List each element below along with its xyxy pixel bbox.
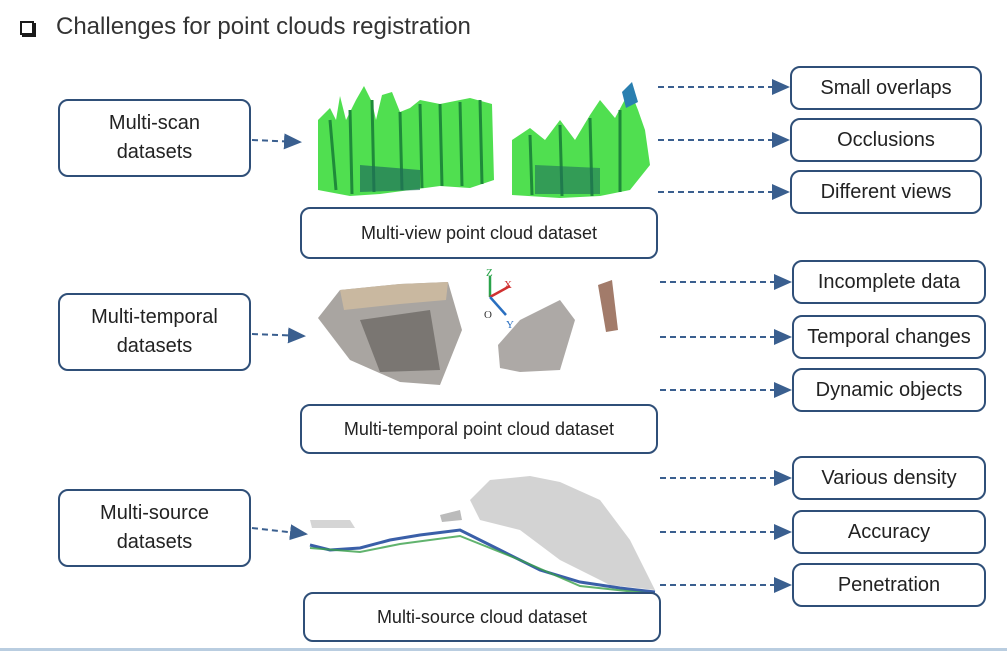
multi-temporal-pointcloud-image: Z X Y O — [318, 267, 618, 385]
checkbox-bullet-icon — [20, 21, 34, 35]
caption-multi-source: Multi-source cloud dataset — [303, 592, 661, 642]
axis-label-z: Z — [486, 267, 493, 279]
challenge-various-density: Various density — [792, 456, 986, 500]
challenge-dynamic-objects: Dynamic objects — [792, 368, 986, 412]
bottom-divider — [0, 648, 1007, 651]
challenge-small-overlaps: Small overlaps — [790, 66, 982, 110]
multi-view-pointcloud-image — [318, 82, 650, 198]
challenge-occlusions: Occlusions — [790, 118, 982, 162]
challenge-penetration: Penetration — [792, 563, 986, 607]
challenge-incomplete-data: Incomplete data — [792, 260, 986, 304]
slide-title-row: Challenges for point clouds registration — [20, 10, 471, 44]
challenge-different-views: Different views — [790, 170, 982, 214]
dataset-box-multi-temporal: Multi-temporal datasets — [58, 293, 251, 371]
axis-label-x: X — [504, 279, 512, 291]
multi-source-pointcloud-image — [309, 476, 656, 595]
caption-multi-view: Multi-view point cloud dataset — [300, 207, 658, 259]
axis-label-origin: O — [484, 309, 492, 321]
challenge-accuracy: Accuracy — [792, 510, 986, 554]
slide-title: Challenges for point clouds registration — [56, 13, 471, 40]
dataset-box-multi-scan: Multi-scan datasets — [58, 99, 251, 177]
challenge-temporal-changes: Temporal changes — [792, 315, 986, 359]
dataset-box-multi-source: Multi-source datasets — [58, 489, 251, 567]
axis-label-y: Y — [506, 319, 514, 331]
caption-multi-temporal: Multi-temporal point cloud dataset — [300, 404, 658, 454]
